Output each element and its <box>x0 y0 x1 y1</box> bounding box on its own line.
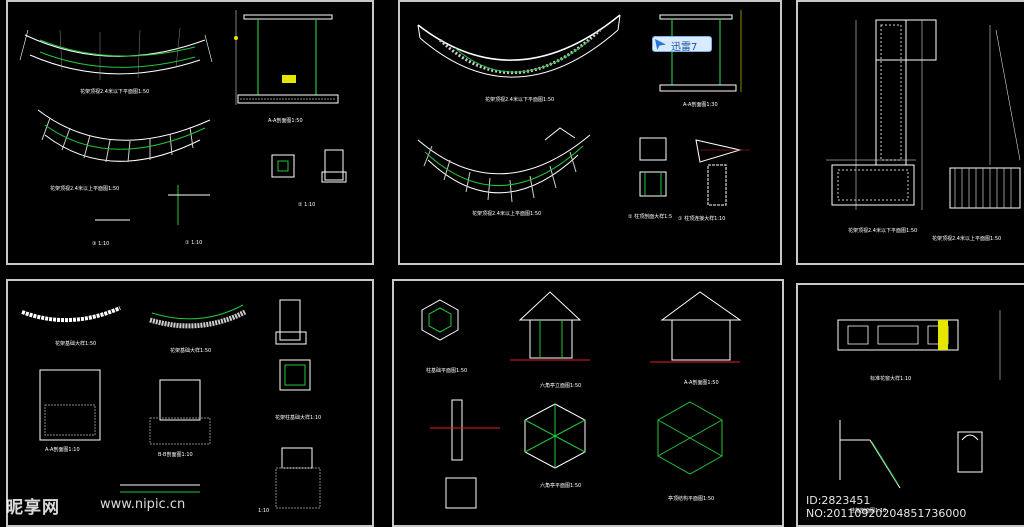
sheet-2-plan-upper <box>417 14 621 78</box>
sheet-1-details <box>95 149 347 225</box>
sheet-4-title-4: 花架柱基础大样1:10 <box>275 414 321 421</box>
sheet-6-title-1: 标准花窗大样1:10 <box>870 375 911 382</box>
sheet-2-title-4: ② 柱顶剖面大样1:5 <box>628 213 672 220</box>
drawing-sheet-2 <box>398 0 782 265</box>
sheet-3-title-2: 花架顶视2.4米以上平面图1:50 <box>932 235 1001 242</box>
sheet-1-title-5: ② 1:10 <box>298 202 315 208</box>
sheet-4-title-1: 花架基础大样1:50 <box>55 340 96 347</box>
sheet-2-title-5: ① 柱顶连接大样1:10 <box>678 215 725 222</box>
watermark-url: www.nipic.cn <box>100 497 186 512</box>
sheet-1-title-4: ① 1:10 <box>185 240 202 246</box>
sheet-6-drawings <box>837 310 1001 489</box>
image-id-stamp: ID:2823451 NO:20110920204851736000 <box>806 494 967 520</box>
sheet-4-title-2: 花架基础大样1:50 <box>170 347 211 354</box>
sheet-1-plan-lower <box>37 109 211 163</box>
sheet-4-title-6: 1:10 <box>258 508 269 514</box>
sheet-2-section <box>659 10 742 92</box>
sheet-1-title-2: 花架顶视2.4米以上平面图1:50 <box>50 185 119 192</box>
drawing-sheet-6 <box>796 283 1024 527</box>
sheet-6-title-2: 挂落剖面图1:10 <box>850 507 886 514</box>
drawing-sheet-3 <box>796 0 1024 265</box>
thunder-icon <box>655 39 666 50</box>
sheet-5-title-2: 六角亭立面图1:50 <box>540 382 581 389</box>
sheet-5-title-1: 柱基础平面图1:50 <box>426 367 467 374</box>
sheet-1-title-1: 花架顶视2.4米以下平面图1:50 <box>80 88 149 95</box>
sheet-3-title-1: 花架顶视2.4米以下平面图1:50 <box>848 227 917 234</box>
watermark-logo: 昵享网 <box>6 498 60 518</box>
sheet-1-title-3: A-A剖面图1:50 <box>268 117 303 124</box>
sheet-4-title-5: B-B剖面图1:10 <box>158 451 193 458</box>
sheet-5-title-4: 六角亭平面图1:50 <box>540 482 581 489</box>
sheet-5-title-5: 亭顶结构平面图1:50 <box>668 495 714 502</box>
sheet-5-title-3: A-A剖面图1:50 <box>684 379 719 386</box>
sheet-5-drawings <box>421 291 742 509</box>
sheet-2-title-1: 花架顶视2.4米以下平面图1:50 <box>485 96 554 103</box>
sheet-2-plan-lower <box>417 127 591 203</box>
sheet-2-title-3: 花架顶视2.4米以上平面图1:50 <box>472 210 541 217</box>
sheet-3-plan <box>826 19 1021 210</box>
sheet-1-plan-upper <box>19 27 213 80</box>
sheet-4-drawings <box>21 299 321 509</box>
sheet-1-title-6: ③ 1:10 <box>92 241 109 247</box>
sheet-1-section <box>234 10 339 105</box>
sheet-4-title-3: A-A剖面图1:10 <box>45 446 80 453</box>
sheet-2-title-2: A-A剖面图1:30 <box>683 101 718 108</box>
sheet-2-details <box>639 137 750 206</box>
thunder-download-badge[interactable]: 迅雷7 <box>652 36 712 53</box>
drawing-sheet-1 <box>6 0 374 265</box>
badge-label: 迅雷7 <box>671 42 698 53</box>
